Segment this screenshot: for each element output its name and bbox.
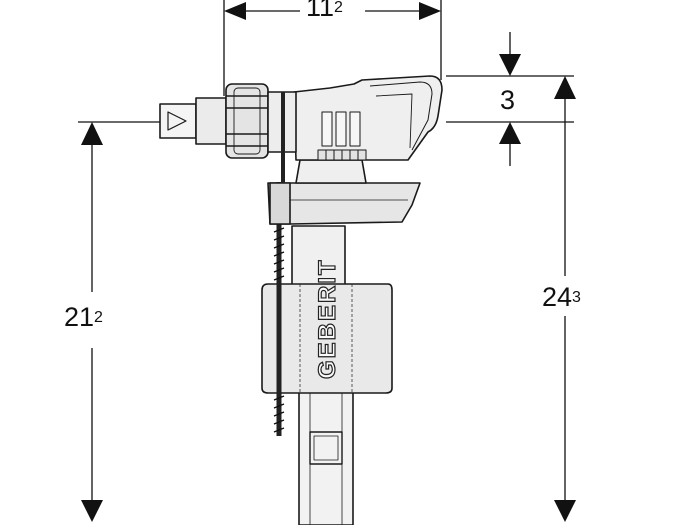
right-height-value: 24 (542, 282, 573, 312)
width-dimension (223, 0, 442, 96)
right-height-dimension (554, 76, 576, 522)
coupling-nut (225, 83, 269, 159)
fill-valve (159, 75, 443, 526)
inlet-nozzle (159, 103, 197, 139)
right-height-superscript: 3 (572, 289, 581, 306)
left-height-dimension (78, 121, 160, 522)
left-height-superscript: 2 (94, 309, 103, 326)
brand-logo-text: GEBERIT (313, 258, 341, 380)
offset-value: 3 (500, 85, 516, 115)
left-height-label: 212 (64, 304, 103, 331)
float-body (261, 283, 393, 394)
offset-dimension (446, 32, 574, 166)
valve-head (293, 75, 443, 161)
left-height-value: 21 (64, 302, 95, 332)
width-dimension-label: 112 (306, 0, 343, 21)
logo-square (309, 431, 343, 465)
offset-dimension-label: 3 (500, 87, 515, 114)
riser-tube (298, 391, 354, 526)
width-value: 11 (306, 0, 335, 22)
right-height-label: 243 (542, 284, 581, 311)
width-superscript: 2 (334, 0, 343, 16)
